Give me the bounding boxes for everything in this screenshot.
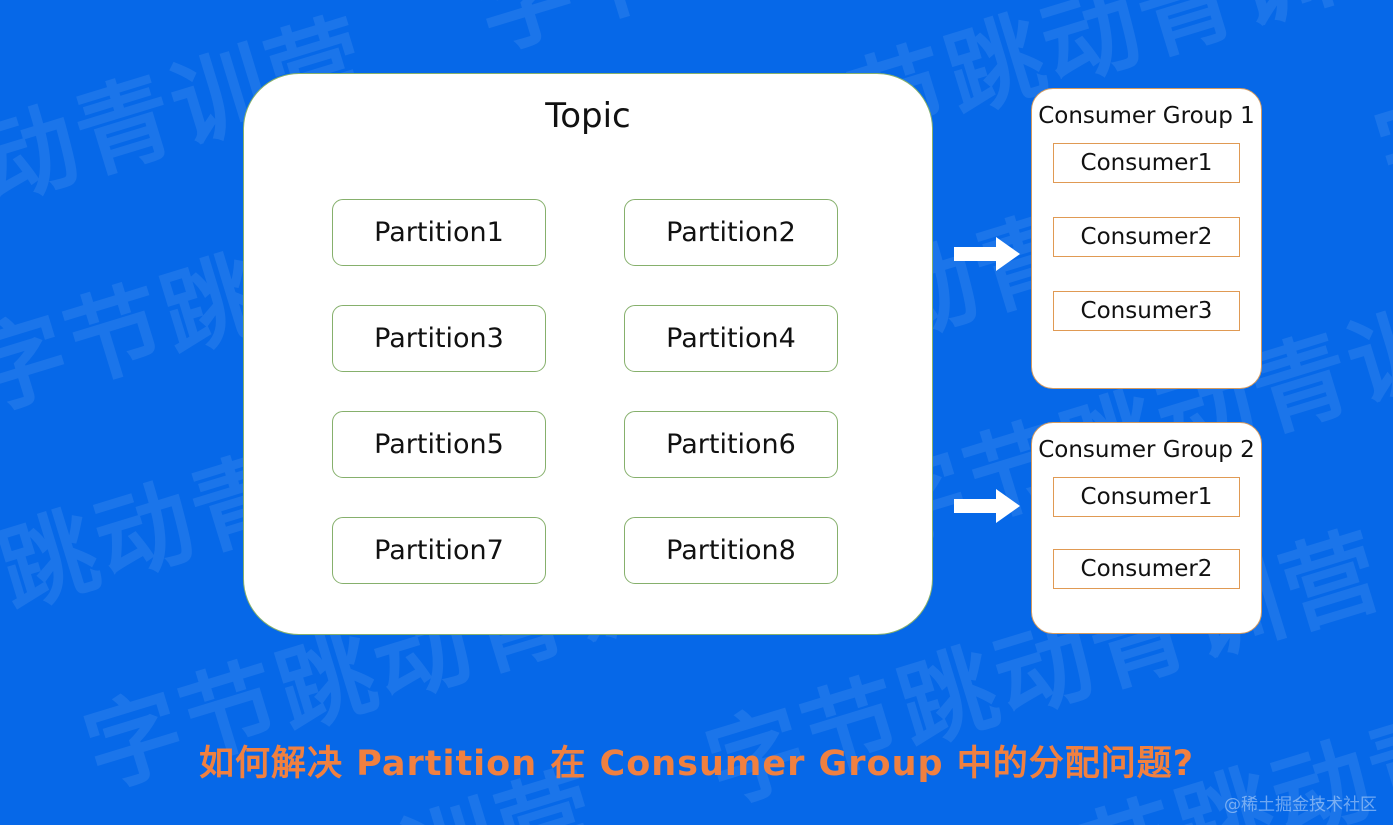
consumer-label: Consumer2 (1080, 224, 1213, 250)
partition-label: Partition6 (666, 429, 796, 460)
consumer-box[interactable]: Consumer1 (1053, 143, 1240, 183)
consumer-label: Consumer1 (1080, 150, 1213, 176)
partition-box[interactable]: Partition7 (332, 517, 546, 584)
partition-box[interactable]: Partition4 (624, 305, 838, 372)
partition-box[interactable]: Partition3 (332, 305, 546, 372)
partition-label: Partition4 (666, 323, 796, 354)
consumer-label: Consumer1 (1080, 484, 1213, 510)
consumer-box[interactable]: Consumer1 (1053, 477, 1240, 517)
watermark-text: 字节跳动青训营 (458, 0, 1168, 76)
partition-box[interactable]: Partition2 (624, 199, 838, 266)
consumer-group-title: Consumer Group 2 (1038, 437, 1255, 463)
partition-label: Partition2 (666, 217, 796, 248)
partition-label: Partition5 (374, 429, 504, 460)
partition-label: Partition1 (374, 217, 504, 248)
partition-label: Partition7 (374, 535, 504, 566)
consumer-label: Consumer2 (1080, 556, 1213, 582)
partition-label: Partition3 (374, 323, 504, 354)
partition-box[interactable]: Partition5 (332, 411, 546, 478)
partition-box[interactable]: Partition6 (624, 411, 838, 478)
topic-title: Topic (545, 96, 631, 136)
corner-watermark: @稀土掘金技术社区 (1224, 795, 1377, 815)
arrow-right-icon (952, 487, 1022, 525)
partition-box[interactable]: Partition8 (624, 517, 838, 584)
partition-box[interactable]: Partition1 (332, 199, 546, 266)
arrow-right-icon (952, 235, 1022, 273)
consumer-box[interactable]: Consumer3 (1053, 291, 1240, 331)
slide-caption: 如何解决 Partition 在 Consumer Group 中的分配问题? (198, 744, 1195, 784)
consumer-box[interactable]: Consumer2 (1053, 549, 1240, 589)
consumer-box[interactable]: Consumer2 (1053, 217, 1240, 257)
consumer-group-title: Consumer Group 1 (1038, 103, 1255, 129)
consumer-label: Consumer3 (1080, 298, 1213, 324)
partition-label: Partition8 (666, 535, 796, 566)
watermark-text: 字节跳动青训营 (1363, 0, 1393, 209)
